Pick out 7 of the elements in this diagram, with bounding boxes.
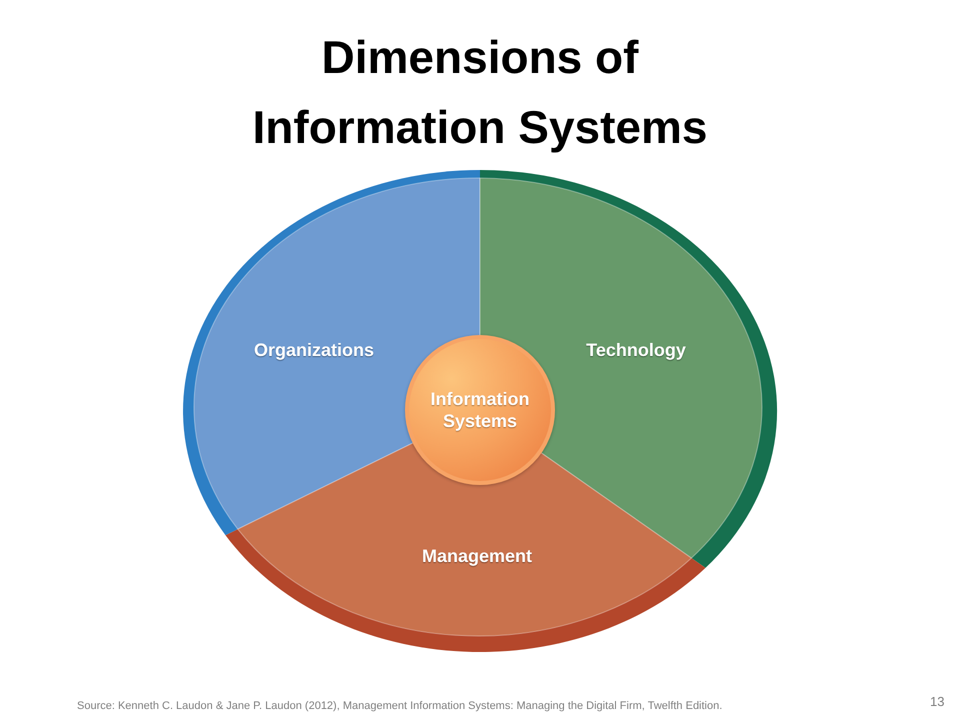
circle-label: Information Systems xyxy=(430,388,530,432)
sector-label: Management xyxy=(422,545,532,567)
slide-title: Dimensions of Information Systems xyxy=(252,30,708,155)
sector-label: Technology xyxy=(586,339,686,361)
sector-label: Organizations xyxy=(254,339,374,361)
source-caption: Source: Kenneth C. Laudon & Jane P. Laudon (2012), Management Information Systems: Managing the Digital Firm, Twelfth Edition. xyxy=(77,699,722,713)
page-number: 13 xyxy=(930,694,944,710)
